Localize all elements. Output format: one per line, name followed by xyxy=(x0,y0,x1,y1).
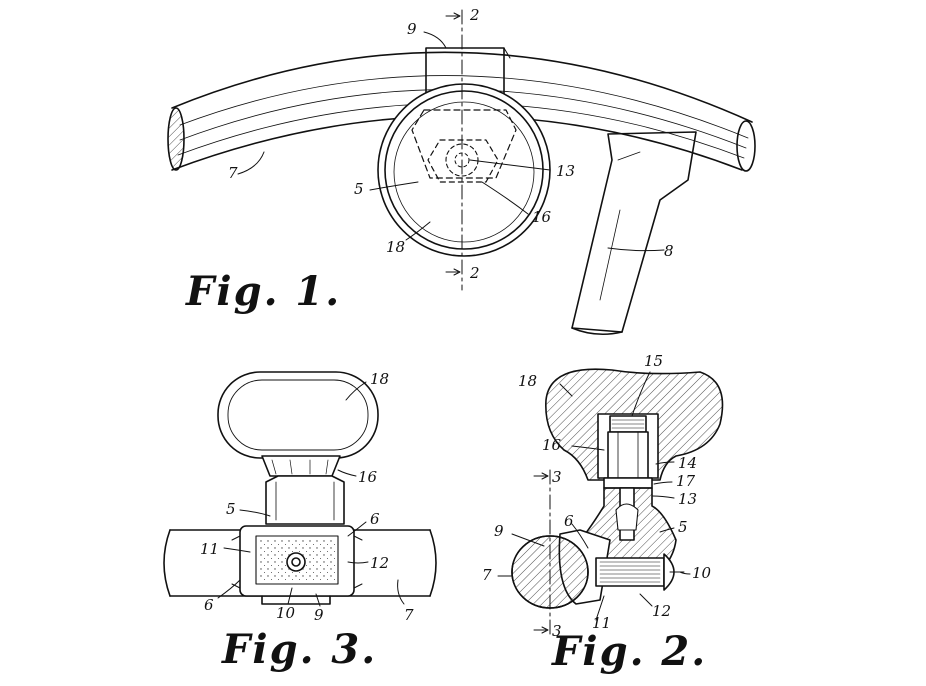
fig3-caption: Fig. 3. xyxy=(222,626,378,673)
fig2-ref-11: 11 xyxy=(592,614,612,632)
fig1-ref-13: 13 xyxy=(556,162,576,180)
fig1-leader-lines xyxy=(237,31,665,252)
fig3-ref-6-bottom: 6 xyxy=(204,596,214,614)
fig3-clamp-body xyxy=(231,525,363,605)
fig2-ref-14: 14 xyxy=(678,454,698,472)
fig3-ref-12: 12 xyxy=(370,554,390,572)
fig3-ref-18: 18 xyxy=(370,370,390,388)
fig3-knob-18 xyxy=(217,371,379,477)
fig1-ref-16: 16 xyxy=(532,208,552,226)
fig3-leader-lines xyxy=(217,381,405,607)
fig1-knob-18 xyxy=(377,83,551,257)
fig2-leader-lines xyxy=(497,371,691,621)
fig2-ref-9: 9 xyxy=(494,522,504,540)
fig1-caption: Fig. 1. xyxy=(186,268,342,315)
fig2-section-mark-bottom: 3 xyxy=(552,622,562,640)
fig2-section-mark-top: 3 xyxy=(552,468,562,486)
fig2-ref-7: 7 xyxy=(482,566,492,584)
fig3-ref-11: 11 xyxy=(200,540,220,558)
fig2-screw-15 xyxy=(609,415,647,433)
fig2-ref-18: 18 xyxy=(518,372,538,390)
fig2-section-line-3-3 xyxy=(533,469,551,637)
fig1-ref-8: 8 xyxy=(664,242,674,260)
fig1-ref-9: 9 xyxy=(407,20,417,38)
fig2-ref-13: 13 xyxy=(678,490,698,508)
fig1-section-mark-bottom: 2 xyxy=(470,264,480,282)
fig3-ref-10: 10 xyxy=(276,604,296,622)
fig3-ref-9: 9 xyxy=(314,606,324,624)
fig3-ref-16: 16 xyxy=(358,468,378,486)
fig3-shank-5 xyxy=(265,475,345,525)
fig1-ref-5: 5 xyxy=(354,180,364,198)
fig1-ref-18: 18 xyxy=(386,238,406,256)
fig2-stem-13 xyxy=(603,431,653,489)
fig2-ref-10: 10 xyxy=(692,564,712,582)
fig2-ref-17: 17 xyxy=(676,472,696,490)
fig1-spoke xyxy=(571,131,697,336)
fig2-ref-5: 5 xyxy=(678,518,688,536)
fig3-ref-7: 7 xyxy=(404,606,414,624)
fig2-ref-16: 16 xyxy=(542,436,562,454)
fig1-section-line-2-2 xyxy=(445,9,463,291)
fig3-ref-5: 5 xyxy=(226,500,236,518)
fig1-section-mark-top: 2 xyxy=(470,6,480,24)
fig2-ref-6: 6 xyxy=(564,512,574,530)
fig2-ref-12: 12 xyxy=(652,602,672,620)
fig1-ref-7: 7 xyxy=(228,164,238,182)
fig2-ref-15: 15 xyxy=(644,352,664,370)
fig2-caption: Fig. 2. xyxy=(552,628,708,675)
fig3-ref-6-top: 6 xyxy=(370,510,380,528)
